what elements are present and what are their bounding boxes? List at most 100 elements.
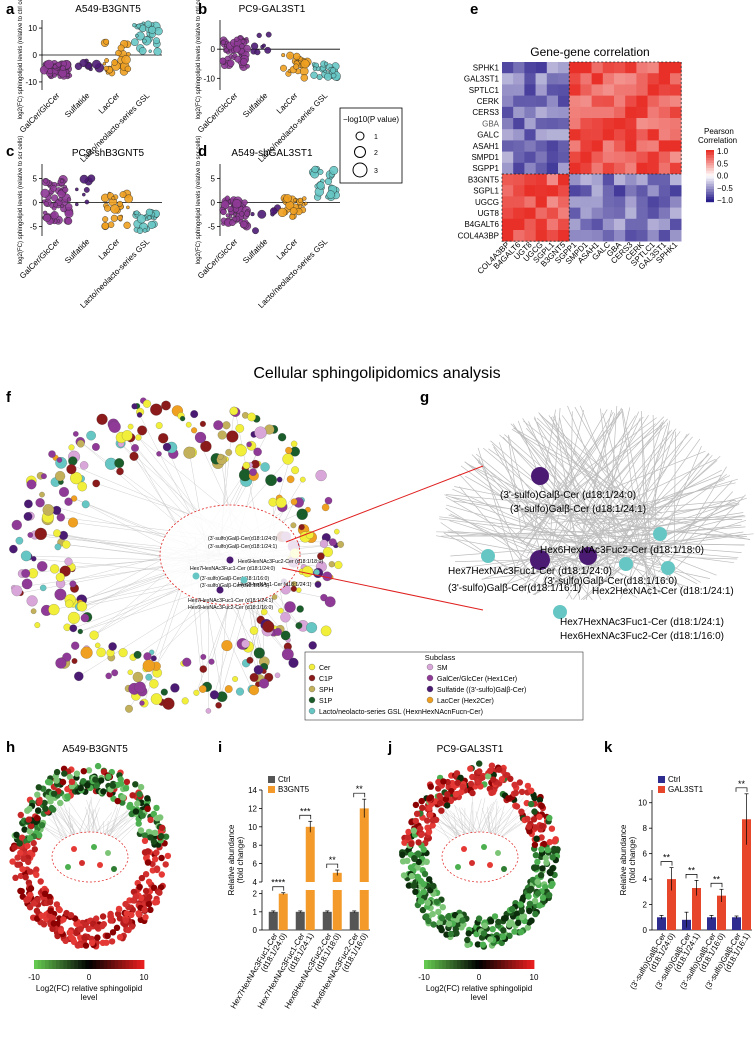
heatmap-cell <box>603 118 615 130</box>
heatmap-cell <box>513 96 525 108</box>
heatmap-cell <box>580 118 592 130</box>
heatmap-cell <box>580 140 592 152</box>
colorbar-swatch <box>453 960 457 969</box>
network-node <box>94 934 100 940</box>
heatmap-cell <box>603 185 615 197</box>
heatmap-cell <box>625 196 637 208</box>
heatmap-cell <box>592 62 604 74</box>
heatmap-cell <box>502 62 514 74</box>
network-node <box>128 670 133 675</box>
colorbar-tick: 0 <box>87 973 92 982</box>
colorbar-swatch <box>49 960 53 969</box>
colorbar-swatch <box>45 960 49 969</box>
network-node <box>488 790 494 796</box>
network-node <box>445 914 451 920</box>
network-node <box>182 658 191 667</box>
data-point <box>312 166 319 173</box>
network-node <box>122 901 128 907</box>
network-node <box>434 899 440 905</box>
row-label: CERS3 <box>472 108 499 117</box>
heatmap-cell <box>625 185 637 197</box>
significance-label: *** <box>300 806 311 816</box>
bar <box>279 894 288 930</box>
legend-swatch <box>427 664 433 670</box>
x-tick-label: LacCer <box>275 91 300 116</box>
heatmap-cell <box>524 185 536 197</box>
network-node <box>21 569 30 578</box>
network-node <box>425 899 431 905</box>
colorbar-swatch <box>519 960 523 969</box>
data-point <box>108 222 114 228</box>
network-node <box>399 852 405 858</box>
data-point <box>311 72 318 79</box>
x-tick-label: Sulfatide <box>241 91 270 120</box>
legend-label: Sulfatide ((3'-sulfo)Galβ-Cer) <box>437 687 526 694</box>
y-tick-label: -10 <box>25 78 37 87</box>
network-edge <box>665 453 709 510</box>
data-point <box>57 220 60 223</box>
data-point <box>226 214 230 218</box>
heatmap-cell <box>603 84 615 96</box>
data-point <box>75 188 78 191</box>
network-node <box>551 846 557 852</box>
network-node <box>180 416 185 421</box>
network-node <box>315 581 321 587</box>
heatmap-cell <box>513 185 525 197</box>
network-node <box>132 403 138 409</box>
network-node <box>35 622 41 628</box>
network-node <box>97 648 106 657</box>
network-node <box>129 792 135 798</box>
colorbar-swatch <box>96 960 100 969</box>
heatmap-cell <box>558 107 570 119</box>
heatmap-cell <box>569 118 581 130</box>
heatmap-cell <box>513 140 525 152</box>
network-node <box>54 769 60 775</box>
heatmap-cell <box>625 96 637 108</box>
network-node <box>509 906 515 912</box>
heatmap-cell <box>614 219 626 231</box>
network-node <box>156 451 161 456</box>
heatmap-cell <box>513 196 525 208</box>
data-point <box>88 175 95 182</box>
heatmap-cell <box>547 219 559 231</box>
data-point <box>57 183 60 186</box>
data-point <box>278 208 287 217</box>
network-node <box>83 942 89 948</box>
heatmap-cell <box>536 174 548 186</box>
data-point <box>147 216 151 220</box>
network-node <box>209 659 215 665</box>
network-node <box>427 812 433 818</box>
network-node <box>152 856 158 862</box>
y-tick-label: 10 <box>638 799 647 808</box>
heatmap-cell <box>524 152 536 164</box>
heatmap-cell <box>670 174 682 186</box>
colorbar-title-2: Correlation <box>698 136 737 145</box>
network-node <box>284 601 295 612</box>
network-node <box>77 601 87 611</box>
network-node <box>109 642 117 650</box>
heatmap-cell <box>625 107 637 119</box>
network-node <box>123 917 129 923</box>
network-node <box>27 596 38 607</box>
colorbar-swatch <box>107 960 111 969</box>
network-node <box>109 938 115 944</box>
network-node <box>514 803 520 809</box>
inner-ellipse <box>52 832 128 882</box>
network-node <box>28 532 33 537</box>
network-node <box>532 911 538 917</box>
legend-swatch <box>268 776 275 783</box>
network-node <box>417 898 423 904</box>
network-node <box>535 890 541 896</box>
network-node <box>39 492 44 497</box>
data-point <box>244 211 250 217</box>
network-node <box>325 497 332 504</box>
network-node <box>247 413 255 421</box>
network-node <box>476 760 482 766</box>
network-node <box>199 685 206 692</box>
network-node <box>65 558 73 566</box>
colorbar-swatch <box>706 160 714 163</box>
heatmap-cell <box>536 196 548 208</box>
network-node <box>133 672 143 682</box>
colorbar-swatch <box>486 960 490 969</box>
network-node <box>11 844 17 850</box>
